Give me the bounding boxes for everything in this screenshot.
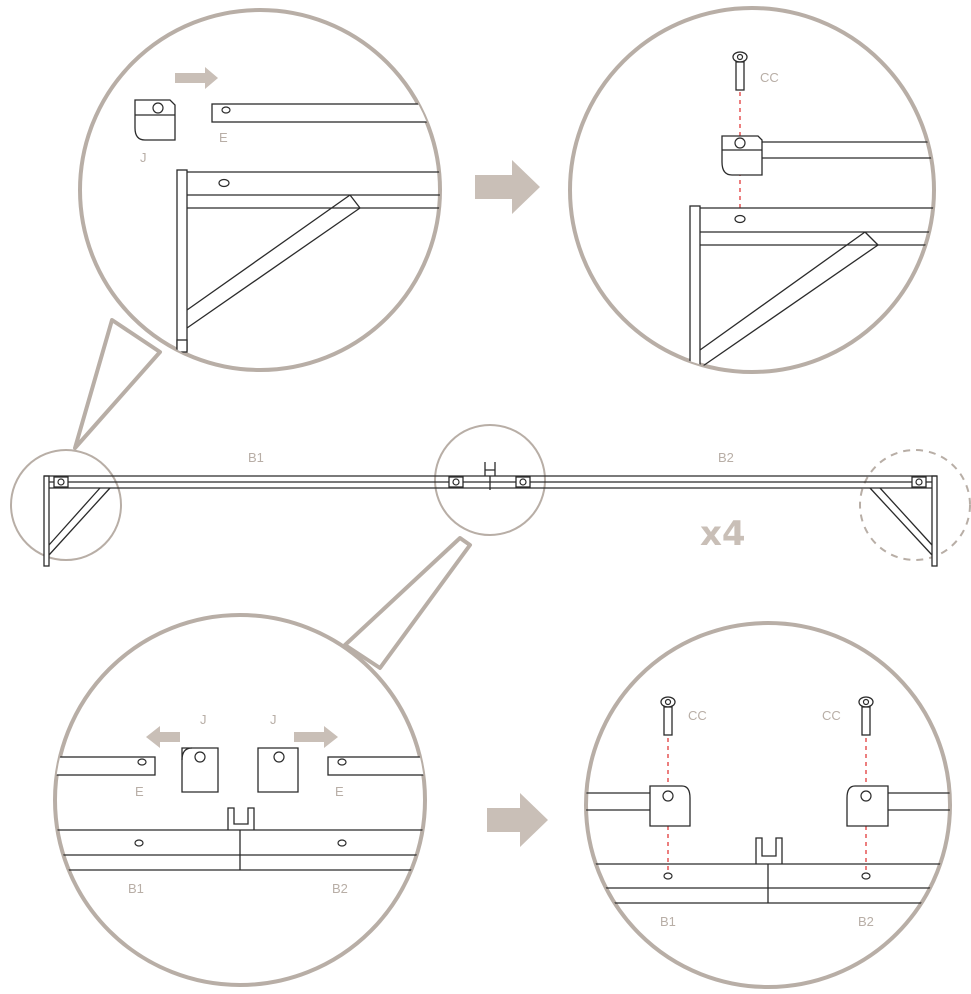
label-part-e: E xyxy=(219,130,228,145)
end-cap-icon xyxy=(181,747,219,793)
detail-bottom-right: CC CC B1 B2 xyxy=(584,621,952,989)
label-beam-b1-final: B1 xyxy=(660,914,676,929)
detail-top-right: CC xyxy=(568,6,936,374)
screw-icon xyxy=(732,51,748,91)
end-cap-icon xyxy=(134,99,176,141)
label-part-cc-left: CC xyxy=(688,708,707,723)
label-part-e-right: E xyxy=(335,784,344,799)
end-cap-icon xyxy=(649,785,691,827)
label-part-j-left: J xyxy=(200,712,207,727)
tube-e xyxy=(211,103,440,123)
label-beam-b1-detail: B1 xyxy=(128,881,144,896)
label-part-j: J xyxy=(140,150,147,165)
label-beam-b2-detail: B2 xyxy=(332,881,348,896)
callout-pointer-top-left xyxy=(73,318,162,450)
label-part-cc: CC xyxy=(760,70,779,85)
beam-overview: B1 B2 x4 xyxy=(10,424,971,567)
detail-top-left: J E xyxy=(78,8,442,372)
label-beam-b1: B1 xyxy=(248,450,264,465)
label-part-e-left: E xyxy=(135,784,144,799)
arrow-right-icon xyxy=(294,726,338,748)
callout-pointer-bottom-left xyxy=(343,536,472,670)
label-part-cc-right: CC xyxy=(822,708,841,723)
end-cap-icon xyxy=(721,135,763,176)
label-part-j-right: J xyxy=(270,712,277,727)
end-cap-icon xyxy=(846,785,889,827)
screw-icon xyxy=(858,696,874,736)
quantity-label: x4 xyxy=(700,514,746,554)
label-beam-b2-final: B2 xyxy=(858,914,874,929)
detail-bottom-left: J J E E B1 B2 xyxy=(53,613,427,987)
arrow-right-icon xyxy=(475,160,540,214)
end-cap-icon xyxy=(257,747,299,793)
arrow-right-icon xyxy=(175,67,218,89)
arrow-left-icon xyxy=(146,726,180,748)
screw-icon xyxy=(660,696,676,736)
arrow-right-icon xyxy=(487,793,548,847)
label-beam-b2: B2 xyxy=(718,450,734,465)
